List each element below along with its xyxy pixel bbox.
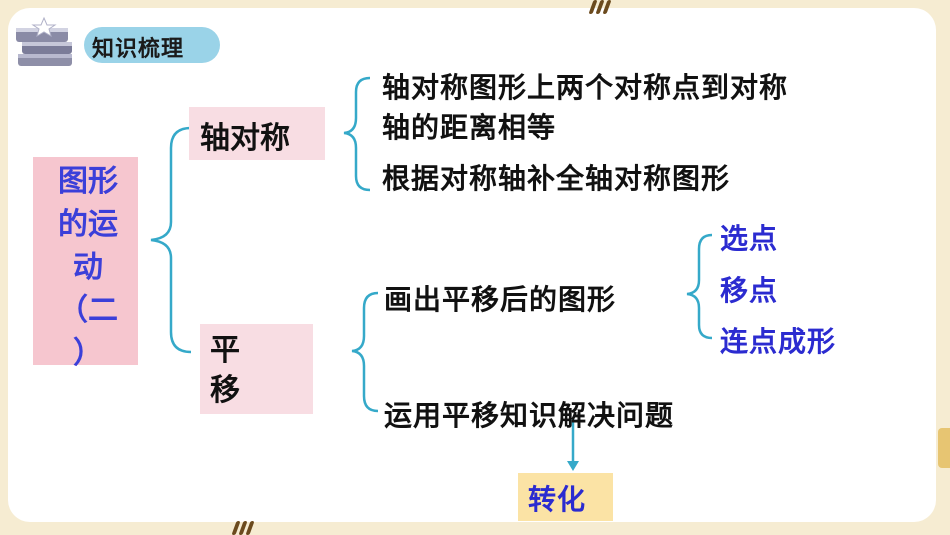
root-node xyxy=(33,157,138,365)
header-pill xyxy=(84,27,220,63)
translation-point-2: 运用平移知识解决问题 xyxy=(384,399,675,432)
arrow-head xyxy=(567,461,579,471)
translation-point-1: 画出平移后的图形 xyxy=(384,283,617,316)
root-brace xyxy=(150,126,192,354)
section-title: 知识梳理 xyxy=(92,37,185,62)
axis-point-1-line-2: 轴的距离相等 xyxy=(382,111,557,144)
root-label-line: 动 xyxy=(73,250,103,285)
root-label: 图形 的运 动 （二 ） xyxy=(43,160,133,375)
translation-brace xyxy=(351,291,379,413)
axis-point-2: 根据对称轴补全轴对称图形 xyxy=(382,162,731,195)
translation-label-line: 移 xyxy=(210,373,240,408)
axis-symmetry-label: 轴对称 xyxy=(200,121,290,156)
root-label-line: 图形 xyxy=(58,164,118,199)
result-node xyxy=(518,473,613,521)
translation-label-line: 平 xyxy=(210,333,240,368)
result-label: 转化 xyxy=(528,483,587,516)
content-card xyxy=(8,8,936,522)
step-move-point: 移点 xyxy=(720,274,779,307)
side-tab xyxy=(938,428,950,468)
translation-node xyxy=(200,324,313,414)
step-connect-points: 连点成形 xyxy=(720,325,837,358)
axis-symmetry-node xyxy=(189,107,325,160)
root-label-line: 的运 xyxy=(58,207,118,242)
root-label-line: （二 xyxy=(58,293,118,328)
axis-brace xyxy=(343,76,371,192)
axis-point-1-line-1: 轴对称图形上两个对称点到对称 xyxy=(382,71,789,104)
steps-brace xyxy=(686,233,713,340)
root-label-line: ） xyxy=(73,336,103,371)
step-select-point: 选点 xyxy=(720,222,779,255)
books-icon xyxy=(16,16,72,66)
translation-label: 平 移 xyxy=(210,331,250,411)
